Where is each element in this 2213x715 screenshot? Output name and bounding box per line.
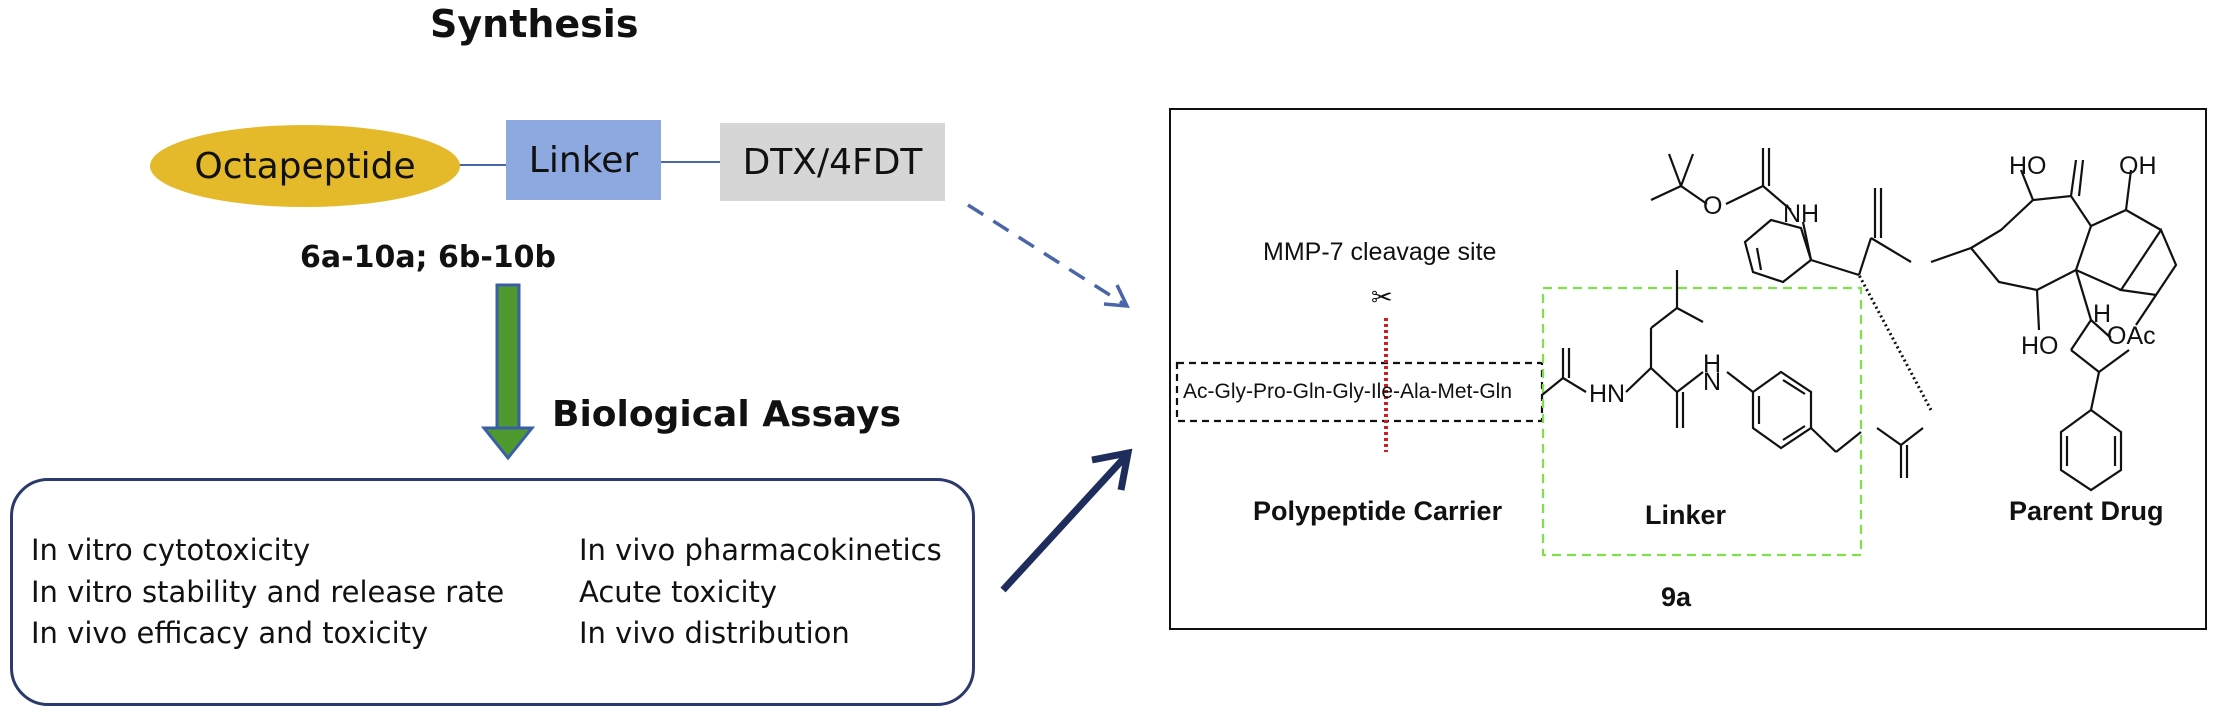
- atom-label: OAc: [2107, 322, 2156, 350]
- assay-item: In vivo pharmacokinetics: [579, 533, 942, 567]
- parent-drug-label: Parent Drug: [2009, 496, 2164, 526]
- drug-node: DTX/4FDT: [720, 123, 945, 201]
- linker-label: Linker: [528, 139, 639, 181]
- drug-label: DTX/4FDT: [742, 141, 923, 183]
- cleavage-site-label: MMP-7 cleavage site: [1263, 238, 1497, 266]
- linker-frame: [1541, 286, 1863, 557]
- atom-label: HO: [2009, 152, 2047, 180]
- assay-panel: In vitro cytotoxicity In vitro stability…: [10, 478, 975, 706]
- atom-label: H: [1703, 350, 1722, 378]
- carrier-label: Polypeptide Carrier: [1253, 496, 1503, 526]
- dashed-arrow-icon: [967, 203, 1130, 309]
- biological-assays-title: Biological Assays: [552, 394, 901, 435]
- compound-label: 9a: [1661, 582, 1692, 612]
- octapeptide-node: Octapeptide: [150, 125, 460, 207]
- assay-item: Acute toxicity: [579, 575, 778, 609]
- down-arrow-icon: [480, 283, 536, 461]
- scissors-icon: ✂: [1371, 282, 1393, 312]
- peptide-frame: [1175, 361, 1544, 423]
- atom-label: NH: [1783, 200, 1820, 228]
- chemical-structure-drawing: [1175, 148, 2178, 557]
- structure-panel: ✂ MMP-7 cleavage site Ac-Gly-Pro-Gln-Gly…: [1169, 108, 2207, 630]
- assay-item: In vivo distribution: [579, 616, 850, 650]
- octapeptide-label: Octapeptide: [194, 145, 416, 187]
- linker-node: Linker: [506, 120, 661, 200]
- synthesis-title: Synthesis: [430, 2, 639, 46]
- solid-arrow-icon: [1000, 448, 1133, 593]
- atom-label: O: [1703, 192, 1723, 220]
- assay-item: In vivo efficacy and toxicity: [31, 616, 429, 650]
- atom-label: OH: [2119, 152, 2157, 180]
- atom-label: H: [2093, 300, 2112, 328]
- compounds-label: 6a-10a; 6b-10b: [300, 240, 557, 275]
- atom-label: HN: [1589, 380, 1626, 408]
- atom-label: N: [1703, 368, 1722, 396]
- assay-item: In vitro cytotoxicity: [31, 533, 311, 567]
- linker-structure-label: Linker: [1645, 500, 1727, 530]
- assay-item: In vitro stability and release rate: [31, 575, 505, 609]
- peptide-sequence: Ac-Gly-Pro-Gln-Gly-Ile-Ala-Met-Gln: [1183, 380, 1513, 403]
- atom-label: HO: [2021, 332, 2059, 360]
